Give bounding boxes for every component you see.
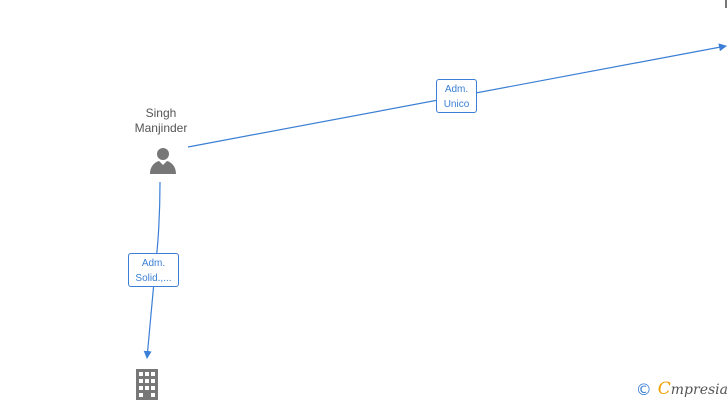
watermark: © Cmpresia (636, 378, 728, 400)
copyright-icon: © (635, 379, 652, 399)
edge-label-adm-unico[interactable]: Adm. Unico (436, 79, 477, 113)
edge-label-line1: Adm. (141, 258, 166, 269)
person-node-name[interactable]: Singh Manjinder (118, 106, 204, 136)
edge-label-line1: Adm. (444, 84, 469, 95)
person-name-line1: Singh (145, 106, 177, 120)
edge-label-line2: Solid.,... (135, 273, 172, 284)
brand-rest: mpresia (670, 382, 728, 398)
edge-label-line2: Unico (443, 99, 470, 110)
company-node-edge-mark (725, 0, 727, 8)
person-name-line2: Manjinder (134, 121, 188, 135)
building-icon[interactable] (135, 369, 159, 400)
brand-initial: C (657, 379, 671, 399)
brand-logo: Cmpresia (658, 379, 728, 399)
person-icon[interactable] (148, 145, 178, 175)
edge-label-adm-solid[interactable]: Adm. Solid.,... (128, 253, 179, 287)
